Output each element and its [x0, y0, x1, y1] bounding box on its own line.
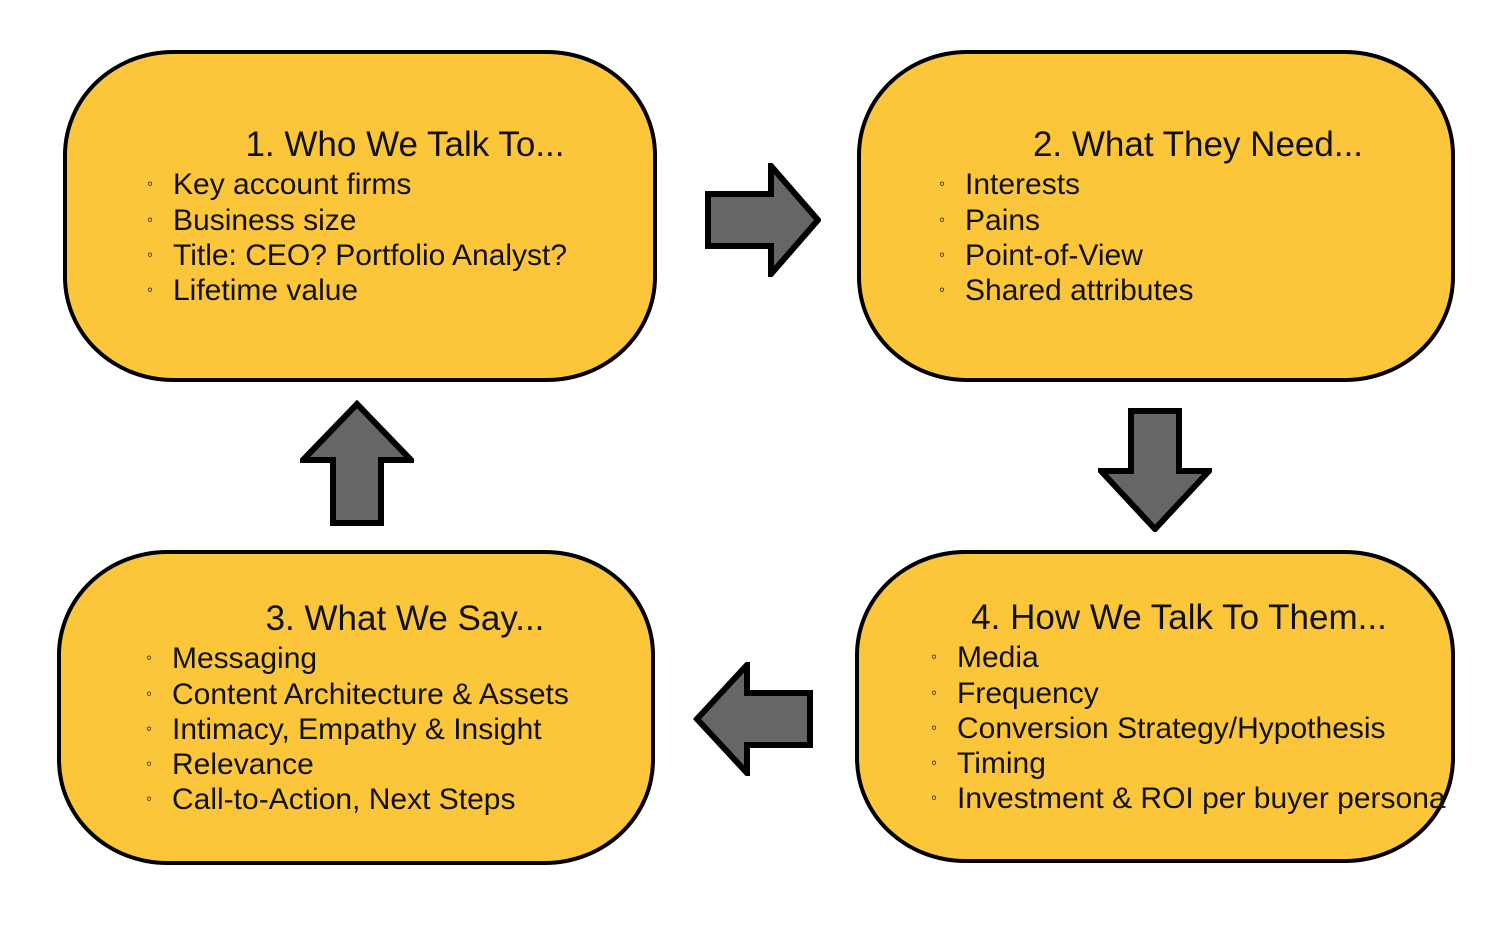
- circle-bullet-icon: ◦: [931, 682, 938, 702]
- process-node-1[interactable]: 1. Who We Talk To... ◦ Key account firms…: [63, 50, 657, 382]
- list-item-label: Investment & ROI per buyer persona: [957, 781, 1446, 815]
- arrow-down-icon: [1098, 408, 1212, 532]
- process-node-4[interactable]: 4. How We Talk To Them... ◦ Media ◦ Freq…: [855, 550, 1455, 863]
- list-item: ◦ Title: CEO? Portfolio Analyst?: [147, 238, 733, 273]
- list-item-label: Call-to-Action, Next Steps: [172, 782, 516, 816]
- list-item-label: Timing: [957, 746, 1046, 780]
- list-item-label: Relevance: [172, 747, 314, 781]
- list-item-label: Interests: [965, 168, 1081, 202]
- circle-bullet-icon: ◦: [939, 209, 946, 229]
- list-item-label: Shared attributes: [965, 273, 1194, 307]
- list-item: ◦ Point-of-View: [939, 238, 1500, 273]
- list-item: ◦ Conversion Strategy/Hypothesis: [931, 711, 1500, 746]
- circle-bullet-icon: ◦: [146, 683, 153, 703]
- list-item: ◦ Relevance: [146, 747, 736, 782]
- list-item: ◦ Interests: [939, 167, 1500, 202]
- circle-bullet-icon: ◦: [146, 788, 153, 808]
- list-item: ◦ Call-to-Action, Next Steps: [146, 782, 736, 817]
- list-item-label: Frequency: [957, 676, 1099, 710]
- circle-bullet-icon: ◦: [147, 244, 154, 264]
- list-item: ◦ Timing: [931, 746, 1500, 781]
- circle-bullet-icon: ◦: [147, 279, 154, 299]
- arrow-right-icon: [705, 163, 821, 277]
- circle-bullet-icon: ◦: [146, 648, 153, 668]
- list-item: ◦ Media: [931, 640, 1500, 675]
- list-item-label: Content Architecture & Assets: [172, 677, 569, 711]
- list-item: ◦ Shared attributes: [939, 273, 1500, 308]
- circle-bullet-icon: ◦: [939, 244, 946, 264]
- list-item: ◦ Content Architecture & Assets: [146, 677, 736, 712]
- process-node-2[interactable]: 2. What They Need... ◦ Interests ◦ Pains…: [857, 50, 1455, 382]
- list-item-label: Lifetime value: [173, 273, 359, 307]
- list-item-label: Intimacy, Empathy & Insight: [172, 712, 542, 746]
- node-1-title: 1. Who We Talk To...: [245, 125, 565, 165]
- circle-bullet-icon: ◦: [931, 717, 938, 737]
- circle-bullet-icon: ◦: [931, 647, 938, 667]
- arrow-left-icon: [693, 662, 813, 776]
- list-item-label: Pains: [965, 203, 1041, 237]
- node-1-bullet-list: ◦ Key account firms ◦ Business size ◦ Ti…: [147, 167, 733, 307]
- node-1-content: 1. Who We Talk To... ◦ Key account firms…: [67, 124, 763, 308]
- list-item-label: Title: CEO? Portfolio Analyst?: [173, 238, 568, 272]
- list-item: ◦ Frequency: [931, 676, 1500, 711]
- list-item-label: Conversion Strategy/Hypothesis: [957, 711, 1386, 745]
- node-4-content: 4. How We Talk To Them... ◦ Media ◦ Freq…: [859, 597, 1500, 816]
- list-item: ◦ Investment & ROI per buyer persona: [931, 781, 1500, 816]
- node-3-bullet-list: ◦ Messaging ◦ Content Architecture & Ass…: [146, 641, 736, 816]
- circle-bullet-icon: ◦: [146, 718, 153, 738]
- list-item: ◦ Intimacy, Empathy & Insight: [146, 712, 736, 747]
- circle-bullet-icon: ◦: [147, 209, 154, 229]
- list-item: ◦ Messaging: [146, 641, 736, 676]
- list-item-label: Point-of-View: [965, 238, 1143, 272]
- node-2-title: 2. What They Need...: [1032, 125, 1364, 165]
- circle-bullet-icon: ◦: [146, 753, 153, 773]
- circle-bullet-icon: ◦: [931, 787, 938, 807]
- process-node-3[interactable]: 3. What We Say... ◦ Messaging ◦ Content …: [57, 550, 655, 865]
- list-item-label: Messaging: [172, 642, 318, 676]
- node-3-title: 3. What We Say...: [265, 599, 545, 639]
- node-4-title: 4. How We Talk To Them...: [971, 598, 1387, 638]
- node-2-bullet-list: ◦ Interests ◦ Pains ◦ Point-of-View ◦ Sh…: [939, 167, 1500, 307]
- arrow-up-icon: [300, 400, 414, 526]
- list-item-label: Key account firms: [173, 168, 412, 202]
- list-item: ◦ Key account firms: [147, 167, 733, 202]
- list-item: ◦ Pains: [939, 203, 1500, 238]
- node-3-content: 3. What We Say... ◦ Messaging ◦ Content …: [61, 598, 760, 817]
- node-2-content: 2. What They Need... ◦ Interests ◦ Pains…: [861, 124, 1500, 308]
- circle-bullet-icon: ◦: [931, 752, 938, 772]
- list-item: ◦ Business size: [147, 203, 733, 238]
- circle-bullet-icon: ◦: [147, 174, 154, 194]
- circle-bullet-icon: ◦: [939, 279, 946, 299]
- list-item-label: Business size: [173, 203, 357, 237]
- list-item-label: Media: [957, 641, 1039, 675]
- node-4-bullet-list: ◦ Media ◦ Frequency ◦ Conversion Strateg…: [931, 640, 1500, 815]
- circle-bullet-icon: ◦: [939, 174, 946, 194]
- list-item: ◦ Lifetime value: [147, 273, 733, 308]
